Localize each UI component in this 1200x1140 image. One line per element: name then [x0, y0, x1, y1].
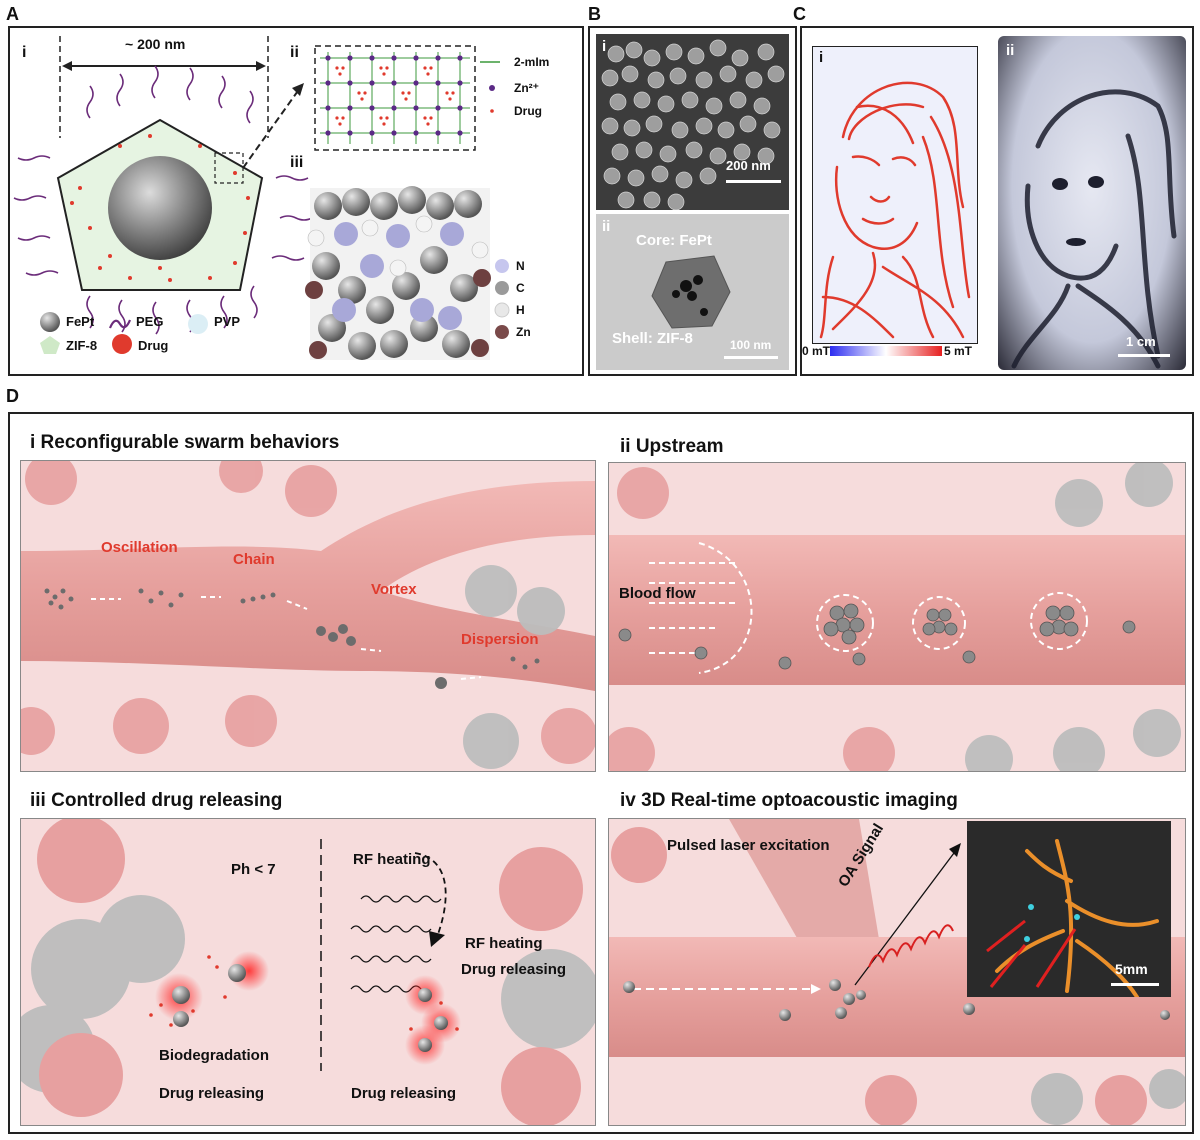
colorbar: [830, 346, 942, 356]
d-ii-illustration: [609, 463, 1185, 771]
legend-fept: FePt: [66, 314, 95, 329]
panel-b-sub-ii: ii: [602, 218, 611, 235]
label-dispersion: Dispersion: [461, 631, 539, 648]
label-rf-heating-top: RF heating: [353, 851, 431, 868]
d-iv-illustration: [609, 819, 1185, 1125]
colorbar-min-label: 0 mT: [802, 344, 831, 358]
legend-atom-h: H: [516, 303, 525, 317]
d-iv-scene: 5mm Pulsed laser excitation OA Signal: [608, 818, 1186, 1126]
label-pulsed-laser: Pulsed laser excitation: [667, 837, 830, 854]
optoacoustic-vessel-map: [986, 839, 1159, 997]
panel-letter-a: A: [6, 4, 19, 24]
portrait-field-drawing: [819, 81, 971, 339]
label-blood-flow: Blood flow: [619, 585, 696, 602]
tem-particle: [651, 255, 778, 359]
swarm-portrait-photo: ii 1 cm: [998, 36, 1186, 370]
legend-zn2: Zn²⁺: [514, 81, 539, 95]
label-drug-releasing-left: Drug releasing: [159, 1085, 265, 1102]
legend-drug: Drug: [138, 338, 169, 353]
legend-atom-n: N: [516, 259, 525, 273]
shell-label: Shell: ZIF-8: [612, 330, 693, 347]
label-rf-heating-right: RF heating: [465, 935, 543, 952]
d-i-scene: Oscillation Chain Vortex Dispersion: [20, 460, 596, 772]
d-ii-title: ii Upstream: [620, 436, 724, 457]
panel-letter-c: C: [793, 4, 806, 24]
legend-drug-dot: Drug: [514, 104, 542, 118]
label-drug-releasing-right: Drug releasing: [461, 961, 567, 978]
oa-scale-label: 5mm: [1115, 961, 1148, 977]
legend-2mim: 2-mIm: [514, 55, 550, 69]
label-vortex: Vortex: [371, 581, 417, 598]
panel-letter-b: B: [588, 4, 601, 24]
legend-zif8: ZIF-8: [66, 338, 98, 353]
label-drug-releasing-mid: Drug releasing: [351, 1085, 457, 1102]
sem-image: 200 nm i: [596, 34, 789, 210]
panel-a-figure: [13, 36, 510, 360]
label-chain: Chain: [233, 551, 275, 568]
colorbar-max-label: 5 mT: [944, 344, 973, 358]
legend-atom-zn: Zn: [516, 325, 531, 339]
panel-letter-d: D: [6, 386, 19, 406]
photo-scale-label: 1 cm: [1126, 334, 1156, 349]
tem-scale-label: 100 nm: [730, 338, 772, 352]
panel-b: 200 nm i ii Core: FePt Shell: ZIF-8 100 …: [588, 26, 797, 376]
d-iii-scene: Ph < 7 RF heating RF heating Drug releas…: [20, 818, 596, 1126]
panel-c: i 0 mT 5 mT ii 1 cm: [800, 26, 1194, 376]
sem-scale-label: 200 nm: [726, 158, 771, 173]
panel-c-sub-ii: ii: [1006, 42, 1015, 59]
d-i-title: i Reconfigurable swarm behaviors: [30, 432, 340, 453]
label-oscillation: Oscillation: [101, 539, 178, 556]
panel-a-sub-iii: iii: [290, 154, 304, 171]
size-label: ~ 200 nm: [125, 36, 186, 52]
tem-image: ii Core: FePt Shell: ZIF-8 100 nm: [596, 214, 789, 370]
swarm-portrait-drawing: [1011, 89, 1177, 369]
panel-a-sub-ii: ii: [290, 44, 299, 61]
optoacoustic-image: 5mm: [967, 821, 1171, 997]
core-label: Core: FePt: [636, 232, 712, 249]
legend-pvp: PVP: [214, 314, 241, 329]
d-i-illustration: [21, 461, 595, 769]
d-iii-title: iii Controlled drug releasing: [30, 790, 283, 811]
panel-a: i ii iii ~ 200 nm 2-mIm Zn²⁺ Drug N C H …: [8, 26, 584, 376]
sem-particles: [601, 39, 785, 210]
panel-c-sub-i: i: [819, 49, 824, 66]
label-biodegradation: Biodegradation: [159, 1047, 270, 1064]
d-iv-title: iv 3D Real-time optoacoustic imaging: [620, 790, 958, 811]
panel-b-sub-i: i: [602, 38, 607, 55]
panel-a-sub-i: i: [22, 44, 27, 61]
magnetic-field-map: i: [812, 46, 978, 344]
legend-atom-c: C: [516, 281, 525, 295]
d-iii-illustration: [21, 819, 595, 1125]
d-ii-scene: Blood flow: [608, 462, 1186, 772]
label-ph: Ph < 7: [231, 861, 276, 878]
legend-peg: PEG: [136, 314, 164, 329]
